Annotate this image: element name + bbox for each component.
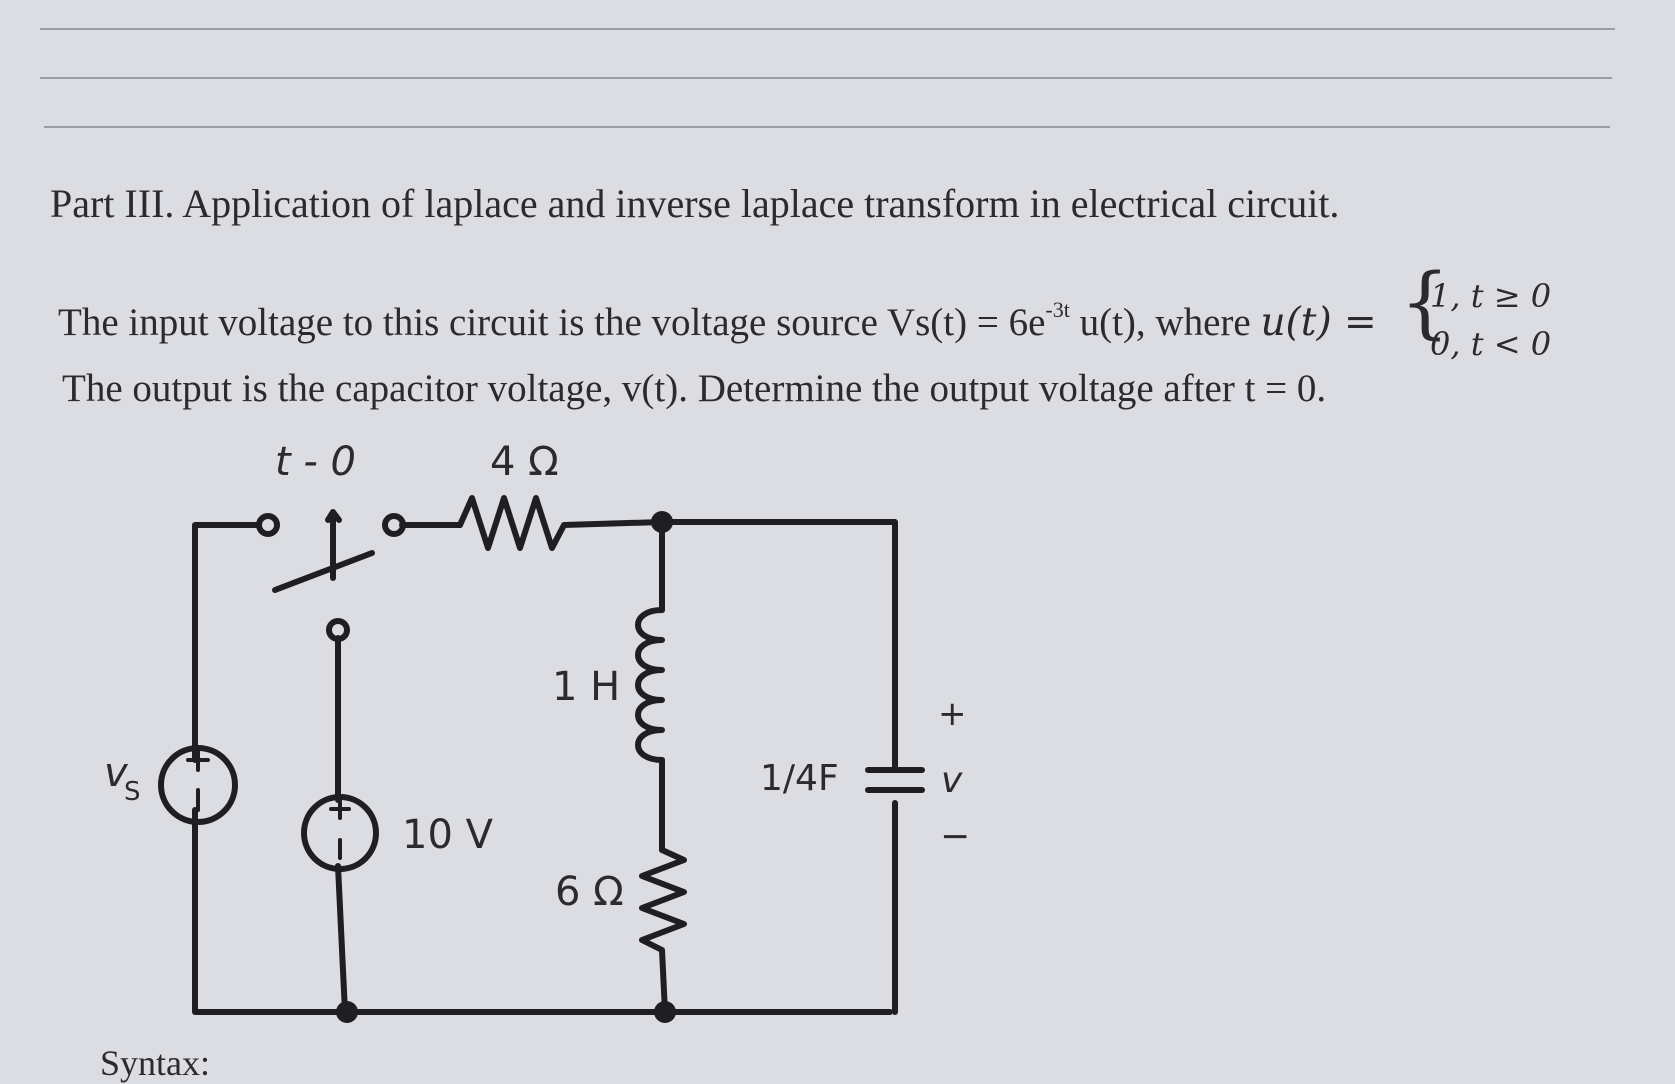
resistor-4ohm bbox=[457, 495, 665, 551]
resistor-6ohm bbox=[639, 847, 687, 1015]
output-plus: + bbox=[938, 694, 967, 734]
divider-line bbox=[40, 77, 1612, 79]
switch-label: t - 0 bbox=[275, 439, 356, 485]
section-heading: Part III. Application of laplace and inv… bbox=[50, 181, 1340, 226]
inductor-label: 1 H bbox=[552, 664, 620, 710]
wire-top-right bbox=[659, 519, 898, 773]
problem-line-2: The output is the capacitor voltage, v(t… bbox=[62, 367, 1327, 410]
source-vs-label: v bbox=[104, 750, 129, 796]
piecewise-case-1: 1, t ≥ 0 bbox=[1430, 277, 1552, 315]
source-10v bbox=[301, 794, 379, 872]
capacitor-label: 1/4F bbox=[760, 758, 839, 799]
piecewise-case-2: 0, t < 0 bbox=[1430, 325, 1552, 363]
node-bottom-mid bbox=[654, 1001, 676, 1023]
unit-step-definition: u(t) = bbox=[1260, 300, 1377, 345]
switch-arm bbox=[272, 550, 375, 593]
inductor-1h bbox=[635, 607, 665, 763]
source-10v-label: 10 V bbox=[402, 812, 494, 858]
switch-pivot bbox=[325, 509, 342, 581]
output-v-label: v bbox=[941, 760, 963, 801]
node-bottom-left bbox=[336, 1001, 358, 1023]
switch-contact-left bbox=[256, 513, 280, 537]
resistor-6ohm-label: 6 Ω bbox=[555, 869, 624, 915]
problem-line-1: The input voltage to this circuit is the… bbox=[58, 297, 1377, 345]
output-minus: − bbox=[940, 816, 970, 857]
switch-contact-right bbox=[382, 513, 406, 537]
source-vs-subscript: S bbox=[124, 777, 141, 807]
divider-line bbox=[44, 126, 1610, 128]
wire-left-lower bbox=[192, 807, 893, 1015]
node-top bbox=[651, 511, 673, 533]
syntax-label: Syntax: bbox=[100, 1043, 211, 1083]
wire-dc-bottom bbox=[335, 863, 348, 1015]
switch-contact-bottom bbox=[326, 618, 350, 642]
wire-left bbox=[192, 522, 261, 763]
resistor-4ohm-label: 4 Ω bbox=[490, 439, 559, 485]
problem-line-1-mid: u(t), where bbox=[1069, 301, 1261, 344]
divider-line bbox=[40, 28, 1615, 30]
problem-line-1-text: The input voltage to this circuit is the… bbox=[58, 301, 1046, 344]
exponent: -3t bbox=[1045, 297, 1070, 322]
piecewise-brace: { bbox=[1400, 258, 1450, 348]
